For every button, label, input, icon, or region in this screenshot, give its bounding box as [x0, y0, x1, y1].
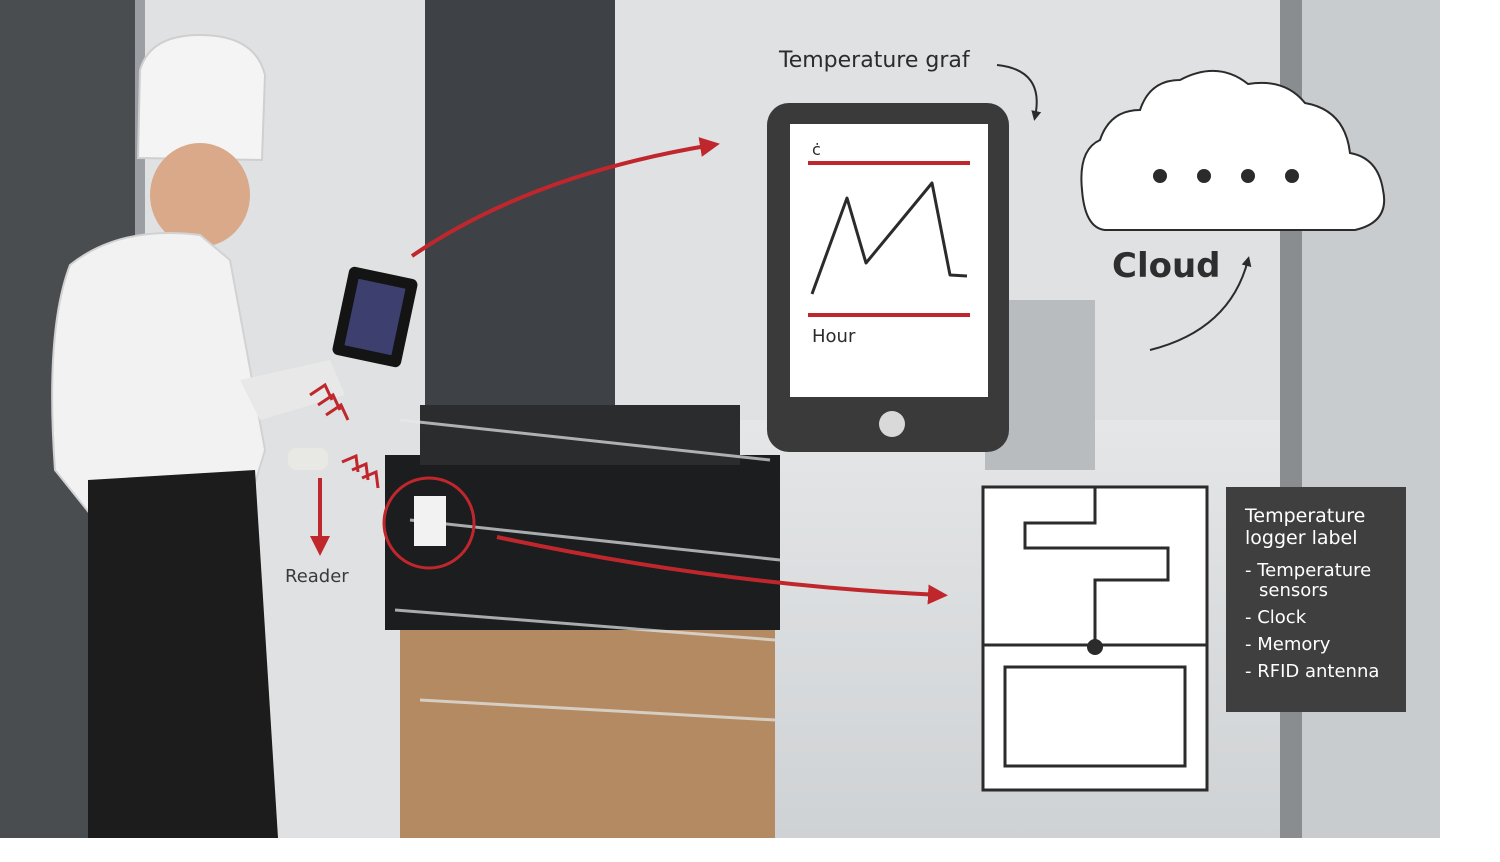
plastic-wrap	[394, 418, 781, 722]
dark-doorway	[425, 0, 615, 430]
list-item-text: - Clock	[1245, 607, 1307, 628]
info-title-line1: Temperature	[1245, 505, 1366, 527]
scene-svg	[0, 0, 1440, 838]
handheld-reader	[288, 448, 328, 470]
info-box-title: Temperature logger label	[1245, 505, 1396, 549]
chef-apron	[88, 470, 278, 838]
handheld-tablet-screen	[344, 278, 406, 356]
list-item: - RFID antenna	[1245, 662, 1396, 682]
logger-highlight-circle	[382, 476, 476, 570]
logger-circuit-node	[1087, 639, 1103, 655]
pallet-boxes	[400, 620, 775, 838]
logger-label-photo	[414, 496, 446, 546]
axis-unit-label: ċ	[812, 140, 821, 159]
list-item-text-cont: sensors	[1259, 580, 1329, 601]
list-item-text: - Temperature	[1245, 560, 1372, 581]
rfid-signal-icon	[309, 382, 380, 489]
illustration	[0, 0, 1440, 838]
list-item: - Clock	[1245, 608, 1396, 628]
graph-title-arrow	[996, 64, 1042, 121]
reader-label: Reader	[285, 566, 349, 587]
chef-arm	[240, 360, 345, 420]
cloud-icon	[1080, 69, 1386, 231]
info-title-line2: logger label	[1245, 527, 1358, 549]
graph-title: Temperature graf	[779, 48, 970, 73]
list-item-text: - RFID antenna	[1245, 661, 1380, 682]
chef-hat	[136, 33, 267, 162]
temperature-curve	[810, 181, 968, 295]
cloud-label: Cloud	[1112, 246, 1221, 286]
cloud-arrow	[1149, 256, 1252, 351]
logger-circuit-trace	[1023, 487, 1170, 647]
cloud-dots-icon	[1153, 169, 1299, 183]
list-item: - Memory	[1245, 635, 1396, 655]
chef-head	[150, 143, 250, 247]
list-item-text: - Memory	[1245, 634, 1331, 655]
logger-antenna-rect	[1003, 665, 1187, 768]
list-item: - Temperature sensors	[1245, 561, 1396, 601]
info-box-list: - Temperature sensors - Clock - Memory -…	[1245, 561, 1396, 682]
arrow-to-logger-diagram	[496, 535, 948, 605]
logger-info-box: Temperature logger label - Temperature s…	[1226, 487, 1406, 712]
arrow-to-tablet	[410, 137, 720, 258]
logger-label-icon	[981, 485, 1209, 792]
tablet-home-button	[879, 411, 905, 437]
axis-time-label: Hour	[812, 326, 856, 347]
pallet-top	[420, 405, 740, 465]
